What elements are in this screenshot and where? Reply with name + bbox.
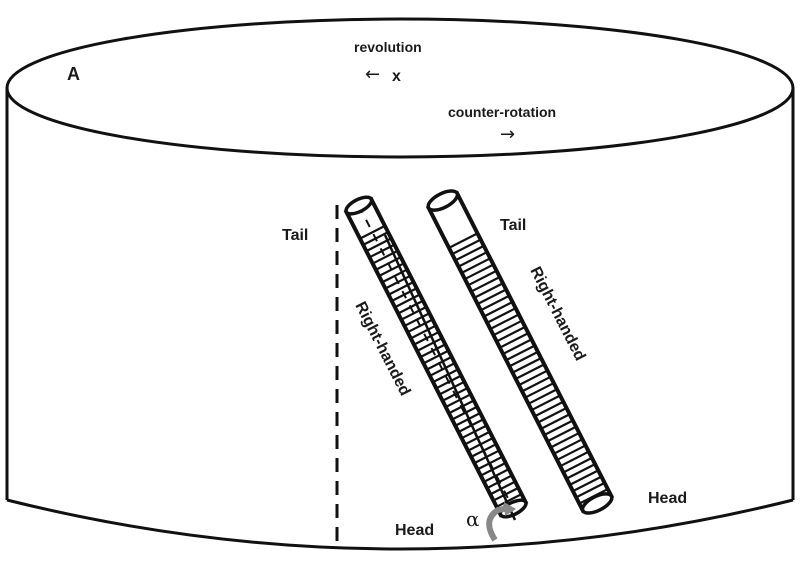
tube-right-coil-line — [477, 288, 507, 306]
tube-right-bottom-cap — [580, 492, 614, 515]
tube-right-coil-line — [527, 388, 558, 405]
tube-left-coil-line — [496, 493, 523, 508]
tube-left-coil-line — [445, 393, 472, 408]
tube-left-coil-line — [489, 480, 516, 496]
tube-right-coil-line — [458, 251, 488, 268]
tube-right-coil-line — [566, 463, 596, 480]
tube-right-tail-label: Tail — [500, 217, 526, 234]
tube-left-coil-line — [394, 293, 421, 309]
tube-right-coil-line — [572, 475, 602, 493]
tube-right-coil-line — [512, 357, 542, 374]
tube-left-coil-line — [388, 281, 415, 296]
tube-right-coil-line — [454, 244, 485, 262]
rotation-arc-icon — [486, 505, 511, 542]
tube-left-coil-line — [438, 380, 465, 396]
counter-rotation-arrow-icon: → — [500, 124, 515, 145]
tube-left-coil-line — [416, 337, 443, 352]
tube-right-coil-line — [531, 394, 561, 412]
revolution-mark: x — [392, 68, 401, 85]
tube-left-top-cap — [344, 195, 374, 216]
tube-right-coil-line — [515, 363, 545, 380]
tube-right-coil-line — [562, 456, 593, 474]
tube-right-coil-line — [521, 375, 552, 393]
tube-right-coil-line — [489, 313, 520, 330]
tube-right-coil-line — [486, 307, 517, 324]
cylinder-top-ellipse — [5, 17, 795, 159]
tube-right-coil-line — [502, 338, 533, 355]
tube-right-coil-line — [505, 344, 536, 362]
tube-right-coil-line — [559, 450, 590, 468]
tube-right-top-cap — [426, 189, 460, 212]
tube-right-coil-line — [451, 238, 482, 256]
tube-right-coil-line — [540, 413, 571, 430]
tube-right-coil-line — [543, 419, 574, 436]
cylinder-bottom-edge — [6, 498, 794, 551]
tube-left-coil-line — [400, 306, 427, 321]
tube-right-coil-line — [448, 232, 479, 249]
tube-right-coil-line — [553, 438, 583, 455]
panel-letter: A — [67, 64, 80, 84]
tube-right-coil-line — [483, 300, 513, 318]
tube-right-coil-line — [547, 425, 577, 443]
tube-right-coil-line — [575, 481, 606, 499]
tube-right-coil-line — [470, 276, 501, 293]
tube-right-coil-line — [496, 325, 526, 343]
tube-right — [425, 189, 615, 515]
tube-right-coil-line — [467, 269, 498, 287]
tube-right-coil-line — [480, 294, 510, 312]
tube-right-coil-line — [461, 257, 491, 274]
tube-right-coil-line — [499, 332, 529, 349]
revolution-label: revolution — [354, 39, 422, 55]
counter-rotation-label: counter-rotation — [448, 104, 556, 120]
cylinder — [5, 17, 795, 551]
revolution-arrow-icon: ← — [365, 64, 380, 85]
tube-right-coil-line — [569, 469, 599, 486]
tube-right-coil-line — [518, 369, 548, 387]
tube-right-head-label: Head — [648, 490, 687, 507]
tube-left-coil-line — [483, 468, 510, 483]
tube-left-tail-label: Tail — [282, 227, 308, 244]
connecting-line — [383, 234, 517, 521]
tube-right-coil-line — [537, 407, 567, 424]
tube-right-coils — [448, 232, 609, 505]
tube-left-coil-line — [432, 368, 459, 384]
tube-left-coil-line — [359, 224, 386, 240]
tube-right-coil-line — [556, 444, 587, 461]
rotation-arrowhead-icon — [504, 502, 516, 516]
tube-left-coil-line — [410, 324, 437, 340]
tube-left-coil-line — [451, 405, 478, 421]
tube-right-coil-line — [508, 350, 539, 368]
tube-right-coil-line — [464, 263, 494, 281]
tube-left — [343, 195, 529, 519]
tube-right-coil-line — [524, 382, 555, 399]
tube-left-coil-line — [423, 349, 449, 365]
tube-right-coil-line — [473, 282, 504, 299]
tube-right-coil-line — [534, 400, 564, 418]
tube-right-coil-line — [492, 319, 523, 337]
angle-alpha-symbol: α — [466, 507, 480, 531]
tube-left-head-label: Head — [395, 522, 434, 539]
tube-right-coil-line — [550, 431, 580, 449]
